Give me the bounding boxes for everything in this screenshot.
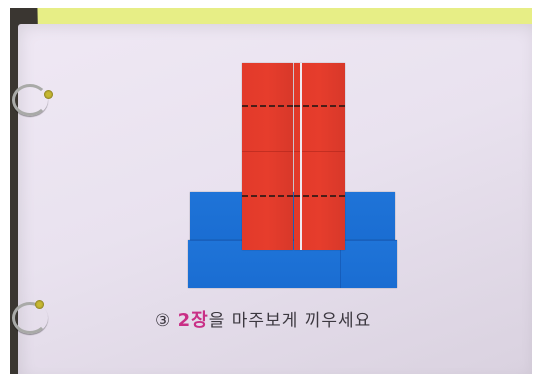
binder-ring-top-icon [12, 84, 48, 116]
binder-ring-bottom-icon [12, 302, 48, 334]
red-strip-left [242, 63, 293, 250]
binder-hole-bottom [35, 300, 44, 309]
fold-line [294, 105, 345, 107]
strip-gap [300, 63, 302, 250]
binder-hole-top [44, 90, 53, 99]
fold-line [242, 105, 293, 107]
blue-block-seam [190, 240, 397, 241]
fold-line [294, 195, 345, 197]
fold-line [242, 195, 293, 197]
step-number: ③ [155, 311, 172, 331]
instruction-caption: ③ 2장을 마주보게 끼우세요 [155, 306, 455, 332]
caption-text: 을 마주보게 끼우세요 [208, 311, 372, 331]
red-strip-right [294, 63, 345, 250]
photo: ③ 2장을 마주보게 끼우세요 [10, 8, 532, 374]
caption-highlight: 2장 [177, 310, 209, 331]
